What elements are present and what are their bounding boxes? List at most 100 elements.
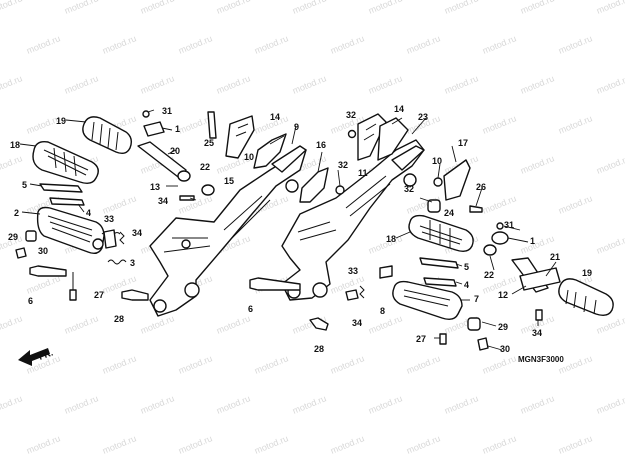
watermark-text: motod.ru [481,193,518,216]
callout-2: 2 [14,208,19,218]
watermark-text: motod.ru [291,393,328,416]
watermark-text: motod.ru [215,73,252,96]
watermark-text: motod.ru [367,313,404,336]
step-holder-left [149,149,307,317]
callout-22: 22 [200,162,210,172]
watermark-text: motod.ru [0,313,24,336]
watermark-text: motod.ru [63,393,100,416]
watermark-text: motod.ru [481,113,518,136]
watermark-text: motod.ru [367,0,404,16]
watermark-text: motod.ru [557,33,594,56]
watermark-text: motod.ru [215,393,252,416]
watermark-text: motod.ru [0,153,24,176]
callout-14: 14 [270,112,280,122]
callout-8: 8 [380,306,385,316]
watermark-text: motod.ru [291,73,328,96]
callout-18: 18 [10,140,20,150]
callout-32-c: 32 [404,184,414,194]
callout-30-b: 30 [500,344,510,354]
watermark-text: motod.ru [443,73,480,96]
callout-32-b: 32 [346,110,356,120]
callout-33-b: 33 [348,266,358,276]
footpeg-body-right [392,280,463,321]
watermark-text: motod.ru [139,0,176,16]
watermark-text: motod.ru [481,33,518,56]
callout-10: 10 [244,152,254,162]
heel-guard-right [357,113,387,161]
watermark-text: motod.ru [329,33,366,56]
watermark-text: motod.ru [139,73,176,96]
watermark-text: motod.ru [253,353,290,376]
callout-34-b: 34 [158,196,168,206]
watermark-text: motod.ru [101,33,138,56]
watermark-text: motod.ru [63,0,100,16]
watermark-text: motod.ru [481,433,518,456]
heel-guard-left [225,115,255,159]
watermark-text: motod.ru [177,33,214,56]
watermark-text: motod.ru [443,0,480,16]
watermark-text: motod.ru [519,393,556,416]
callout-7: 7 [474,294,479,304]
callout-19: 19 [56,116,66,126]
watermark-text: motod.ru [253,33,290,56]
watermark-text: motod.ru [557,113,594,136]
watermark-text: motod.ru [443,393,480,416]
callout-29: 29 [8,232,18,242]
watermark-text: motod.ru [481,353,518,376]
callout-32: 32 [338,160,348,170]
watermark-text: motod.ru [367,393,404,416]
callout-4-b: 4 [464,280,469,290]
callout-6-b: 6 [248,304,253,314]
callout-29-b: 29 [498,322,508,332]
watermark-text: motod.ru [177,433,214,456]
callout-23: 23 [418,112,428,122]
callout-26: 26 [476,182,486,192]
watermark-text: motod.ru [405,353,442,376]
callout-1-b: 1 [530,236,535,246]
plate-lower-left [49,197,85,206]
watermark-text: motod.ru [405,433,442,456]
callout-28: 28 [114,314,124,324]
right-footpeg-group [249,214,614,351]
watermark-text: motod.ru [253,433,290,456]
leader-lines [19,109,557,351]
plate-left [39,183,83,193]
watermark-text: motod.ru [519,0,556,16]
callout-34-d: 34 [532,328,542,338]
callout-16: 16 [316,140,326,150]
callout-4: 4 [86,208,91,218]
callout-27: 27 [94,290,104,300]
callout-34-c: 34 [352,318,362,328]
watermark-text: motod.ru [519,153,556,176]
watermark-text: motod.ru [0,73,24,96]
diagram-code: MGN3F3000 [518,355,564,364]
callout-12: 12 [498,290,508,300]
watermark-text: motod.ru [367,73,404,96]
callout-34: 34 [132,228,142,238]
callout-5-b: 5 [464,262,469,272]
left-footpeg-group [15,110,195,301]
watermark-text: motod.ru [63,313,100,336]
watermark-text: motod.ru [291,0,328,16]
watermark-text: motod.ru [329,433,366,456]
watermark-text: motod.ru [101,433,138,456]
callout-5: 5 [22,180,27,190]
watermark-text: motod.ru [595,393,625,416]
watermark-text: motod.ru [101,353,138,376]
callout-31-b: 31 [504,220,514,230]
callout-19-b: 19 [582,268,592,278]
watermark-text: motod.ru [101,193,138,216]
callout-labels: 31 1 20 19 18 5 2 4 29 30 33 34 3 6 27 2… [8,104,592,354]
watermark-text: motod.ru [0,393,24,416]
watermark-text: motod.ru [519,73,556,96]
callout-9: 9 [294,122,299,132]
callout-25: 25 [204,138,214,148]
watermark-text: motod.ru [25,33,62,56]
watermark-text: motod.ru [595,153,625,176]
watermark-text: motod.ru [0,0,24,16]
footpeg-rubber-upper-left [82,116,133,155]
front-label: FR. [37,348,54,362]
callout-14-b: 14 [394,104,404,114]
